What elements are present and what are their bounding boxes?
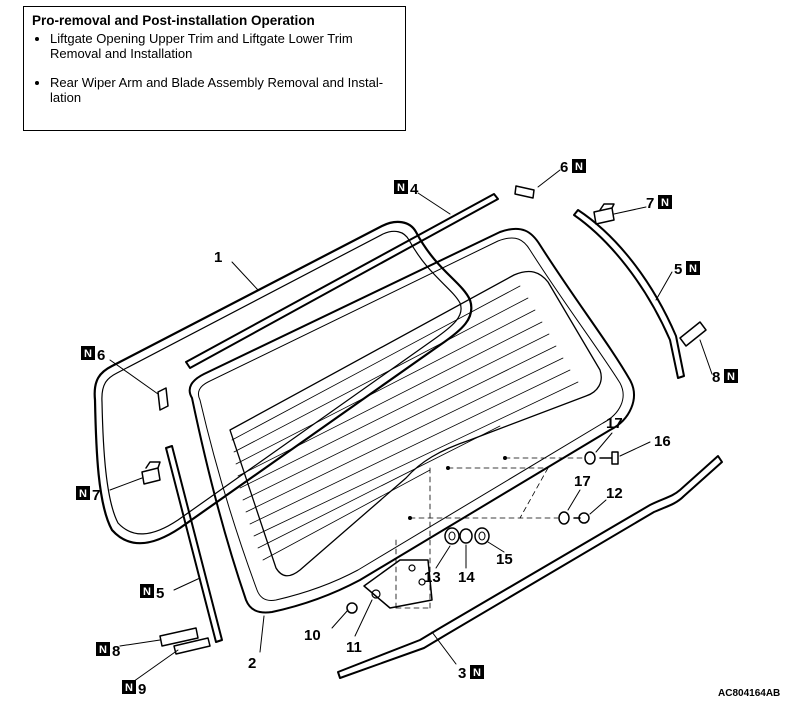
part-17-washer-lower — [558, 511, 570, 525]
callout-14: 14 — [458, 569, 475, 586]
callout-7-left: 7 — [92, 487, 100, 504]
part-12-screw — [573, 512, 590, 524]
svg-text:N: N — [143, 586, 151, 598]
new-part-marker-7-left — [76, 486, 90, 500]
part-7-clip-left — [141, 461, 161, 485]
new-part-marker-6-left — [81, 346, 95, 360]
new-part-marker-8-left — [96, 642, 110, 656]
part-6-clip-left — [157, 387, 169, 411]
procedure-item: Liftgate Opening Upper Trim and Liftgate… — [50, 31, 397, 61]
part-5-left-molding — [165, 445, 223, 643]
callout-15: 15 — [496, 551, 513, 568]
part-8-spacer-left — [159, 627, 199, 647]
callout-8-left: 8 — [112, 643, 120, 660]
callout-11: 11 — [346, 639, 362, 656]
callout-17-upper: 17 — [606, 415, 623, 432]
part-11-hinge-bracket — [363, 559, 433, 609]
callout-17-lower: 17 — [574, 473, 591, 490]
callout-7-top: 7 — [646, 195, 654, 212]
new-part-marker-6-top — [572, 159, 586, 173]
part-13-grommet — [444, 527, 460, 545]
procedure-note-box: Pro-removal and Post-installation Operat… — [23, 6, 406, 131]
svg-text:N: N — [84, 348, 92, 360]
callout-4: 4 — [410, 181, 419, 198]
part-14-washer — [459, 528, 473, 544]
procedure-title: Pro-removal and Post-installation Operat… — [32, 13, 315, 28]
svg-text:N: N — [575, 161, 583, 173]
callout-10: 10 — [304, 627, 321, 644]
callout-1: 1 — [214, 249, 222, 266]
part-9-spacer — [173, 637, 211, 655]
part-15-nut — [474, 527, 490, 545]
svg-text:N: N — [661, 197, 669, 209]
part-5-right-molding — [573, 209, 685, 379]
part-2-liftgate-glass — [188, 227, 635, 614]
callout-3: 3 — [458, 665, 466, 682]
leader-lines — [109, 169, 713, 685]
svg-text:N: N — [689, 263, 697, 275]
part-3-lower-molding — [337, 455, 723, 679]
callout-16: 16 — [654, 433, 671, 450]
part-10-nut — [346, 602, 358, 614]
procedure-item: Rear Wiper Arm and Blade Assembly Remova… — [50, 75, 397, 105]
svg-text:N: N — [727, 371, 735, 383]
new-part-marker-7-top — [658, 195, 672, 209]
procedure-list: Liftgate Opening Upper Trim and Liftgate… — [32, 31, 397, 105]
svg-text:N: N — [125, 682, 133, 694]
callout-6-top: 6 — [560, 159, 568, 176]
part-4-upper-molding — [185, 193, 499, 369]
new-part-marker-3 — [470, 665, 484, 679]
callout-5-left: 5 — [156, 585, 164, 602]
alignment-lines — [395, 457, 585, 611]
new-part-marker-9 — [122, 680, 136, 694]
svg-text:N: N — [473, 667, 481, 679]
svg-text:N: N — [397, 182, 405, 194]
svg-text:N: N — [99, 644, 107, 656]
callout-13: 13 — [424, 569, 441, 586]
callout-2: 2 — [248, 655, 256, 672]
callout-9: 9 — [138, 681, 146, 698]
part-6-clip-upper — [514, 185, 535, 199]
figure-code: AC804164AB — [718, 688, 780, 699]
part-16-screw — [599, 451, 619, 465]
part-7-clip-upper — [593, 203, 615, 225]
new-part-marker-5-right — [686, 261, 700, 275]
callout-8-right: 8 — [712, 369, 720, 386]
part-1-weatherstrip — [93, 220, 473, 545]
svg-text:N: N — [79, 488, 87, 500]
new-part-marker-5-left — [140, 584, 154, 598]
defogger-lines — [231, 285, 579, 561]
callout-5-right: 5 — [674, 261, 682, 278]
new-part-marker-4 — [394, 180, 408, 194]
callout-6-left: 6 — [97, 347, 105, 364]
part-17-washer-upper — [584, 451, 596, 465]
callout-12: 12 — [606, 485, 623, 502]
part-8-spacer-right — [679, 321, 707, 347]
new-part-marker-8-right — [724, 369, 738, 383]
